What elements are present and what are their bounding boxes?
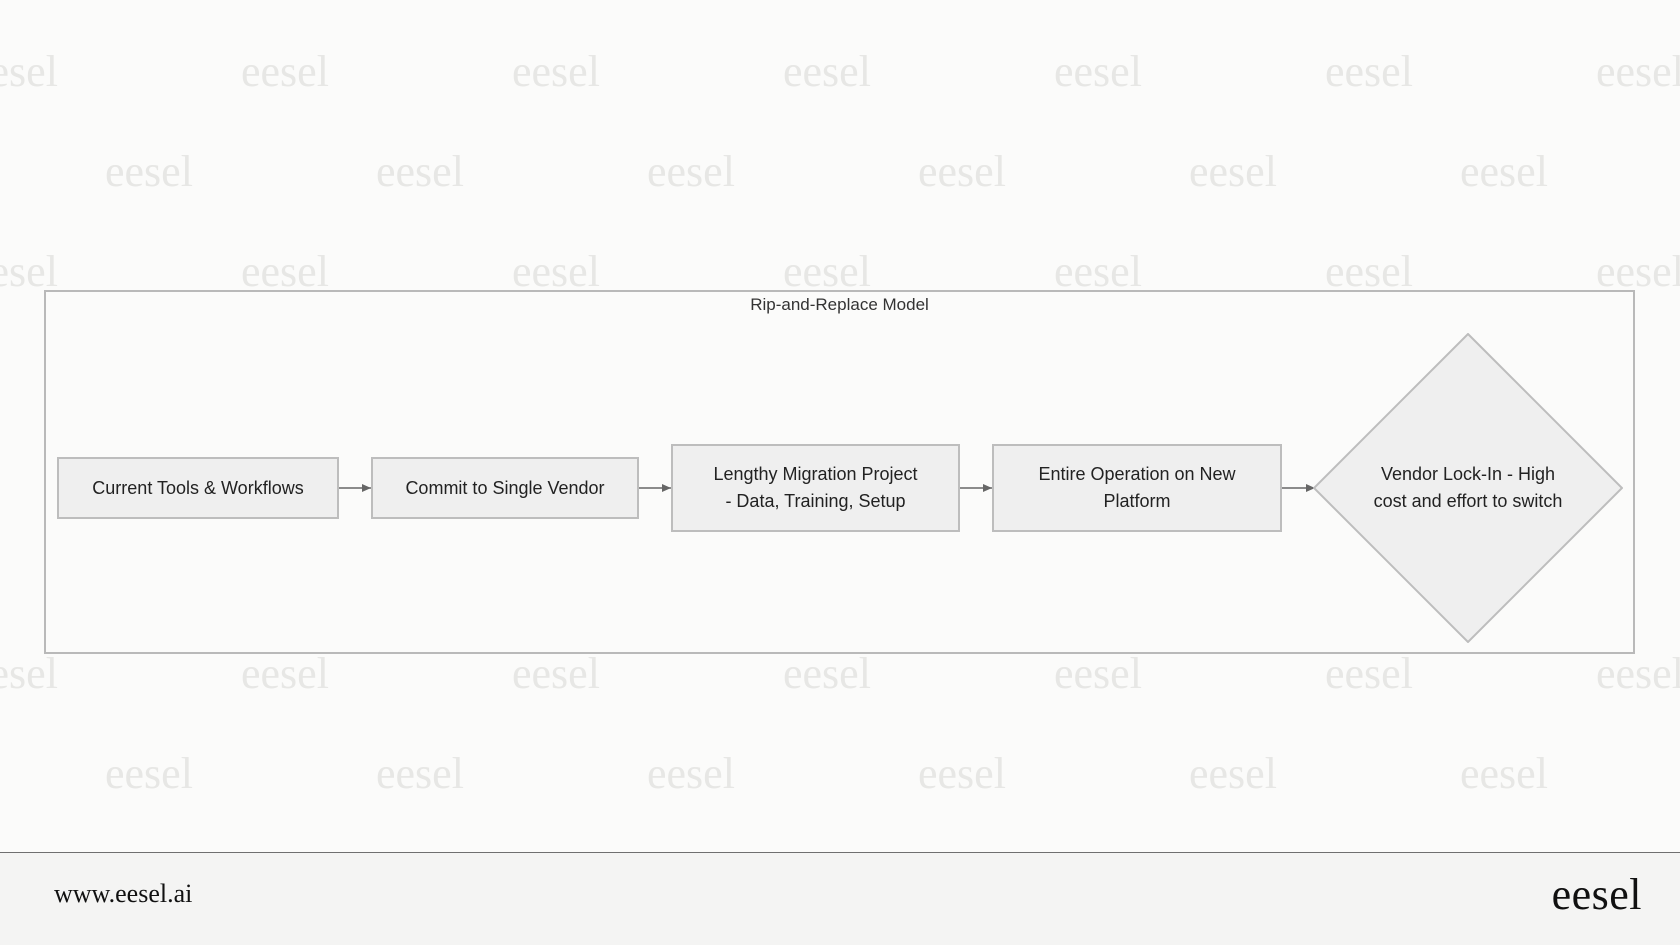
watermark-text: eesel bbox=[647, 749, 735, 798]
node-label: Vendor Lock-In - High cost and effort to… bbox=[1373, 464, 1563, 511]
node-label: Current Tools & Workflows bbox=[92, 477, 304, 498]
node-label: Lengthy Migration Project - Data, Traini… bbox=[713, 464, 918, 511]
watermark-text: eesel bbox=[512, 247, 600, 296]
watermark-text: eesel bbox=[1189, 749, 1277, 798]
watermark-text: eesel bbox=[0, 247, 58, 296]
watermark-text: eesel bbox=[1596, 247, 1680, 296]
watermark-text: eesel bbox=[1325, 47, 1413, 96]
watermark-text: eesel bbox=[1460, 147, 1548, 196]
edge-layer bbox=[339, 484, 1315, 492]
diagram-canvas: eesel eesel eesel eesel eesel eesel eesel eesel… bbox=[0, 47, 1680, 798]
footer: www.eesel.ai eesel bbox=[0, 852, 1680, 945]
watermark-text: eesel bbox=[241, 649, 329, 698]
node-commit-vendor: Commit to Single Vendor bbox=[371, 457, 639, 519]
cluster-title: Rip-and-Replace Model bbox=[750, 295, 929, 314]
watermark-text: eesel bbox=[918, 147, 1006, 196]
watermark-text: eesel bbox=[1460, 749, 1548, 798]
watermark-text: eesel bbox=[1325, 247, 1413, 296]
node-entire-operation: Entire Operation on New Platform bbox=[992, 444, 1282, 532]
watermark-text: eesel bbox=[0, 649, 58, 698]
watermark-text: eesel bbox=[918, 749, 1006, 798]
footer-url[interactable]: www.eesel.ai bbox=[54, 879, 193, 908]
watermark-text: eesel bbox=[783, 649, 871, 698]
watermark-text: eesel bbox=[241, 47, 329, 96]
node-vendor-lockin: Vendor Lock-In - High cost and effort to… bbox=[1313, 333, 1623, 643]
watermark-text: eesel bbox=[1189, 147, 1277, 196]
eesel-logo: eesel bbox=[1551, 870, 1642, 919]
node-migration-project: Lengthy Migration Project - Data, Traini… bbox=[671, 444, 960, 532]
watermark-text: eesel bbox=[1596, 649, 1680, 698]
watermark-text: eesel bbox=[512, 47, 600, 96]
diamond-shape bbox=[1313, 333, 1623, 643]
watermark-text: eesel bbox=[0, 47, 58, 96]
watermark-text: eesel bbox=[783, 47, 871, 96]
watermark-text: eesel bbox=[1325, 649, 1413, 698]
watermark-text: eesel bbox=[1054, 47, 1142, 96]
node-label: Entire Operation on New Platform bbox=[1038, 464, 1236, 511]
watermark-text: eesel bbox=[376, 147, 464, 196]
watermark-text: eesel bbox=[105, 749, 193, 798]
node-label: Commit to Single Vendor bbox=[405, 477, 605, 498]
watermark-text: eesel bbox=[241, 247, 329, 296]
watermark-text: eesel bbox=[512, 649, 600, 698]
watermark-text: eesel bbox=[1596, 47, 1680, 96]
watermark-text: eesel bbox=[105, 147, 193, 196]
watermark-text: eesel bbox=[647, 147, 735, 196]
watermark-text: eesel bbox=[376, 749, 464, 798]
watermark-text: eesel bbox=[1054, 649, 1142, 698]
node-current-tools: Current Tools & Workflows bbox=[57, 457, 339, 519]
watermark-text: eesel bbox=[783, 247, 871, 296]
watermark-text: eesel bbox=[1054, 247, 1142, 296]
